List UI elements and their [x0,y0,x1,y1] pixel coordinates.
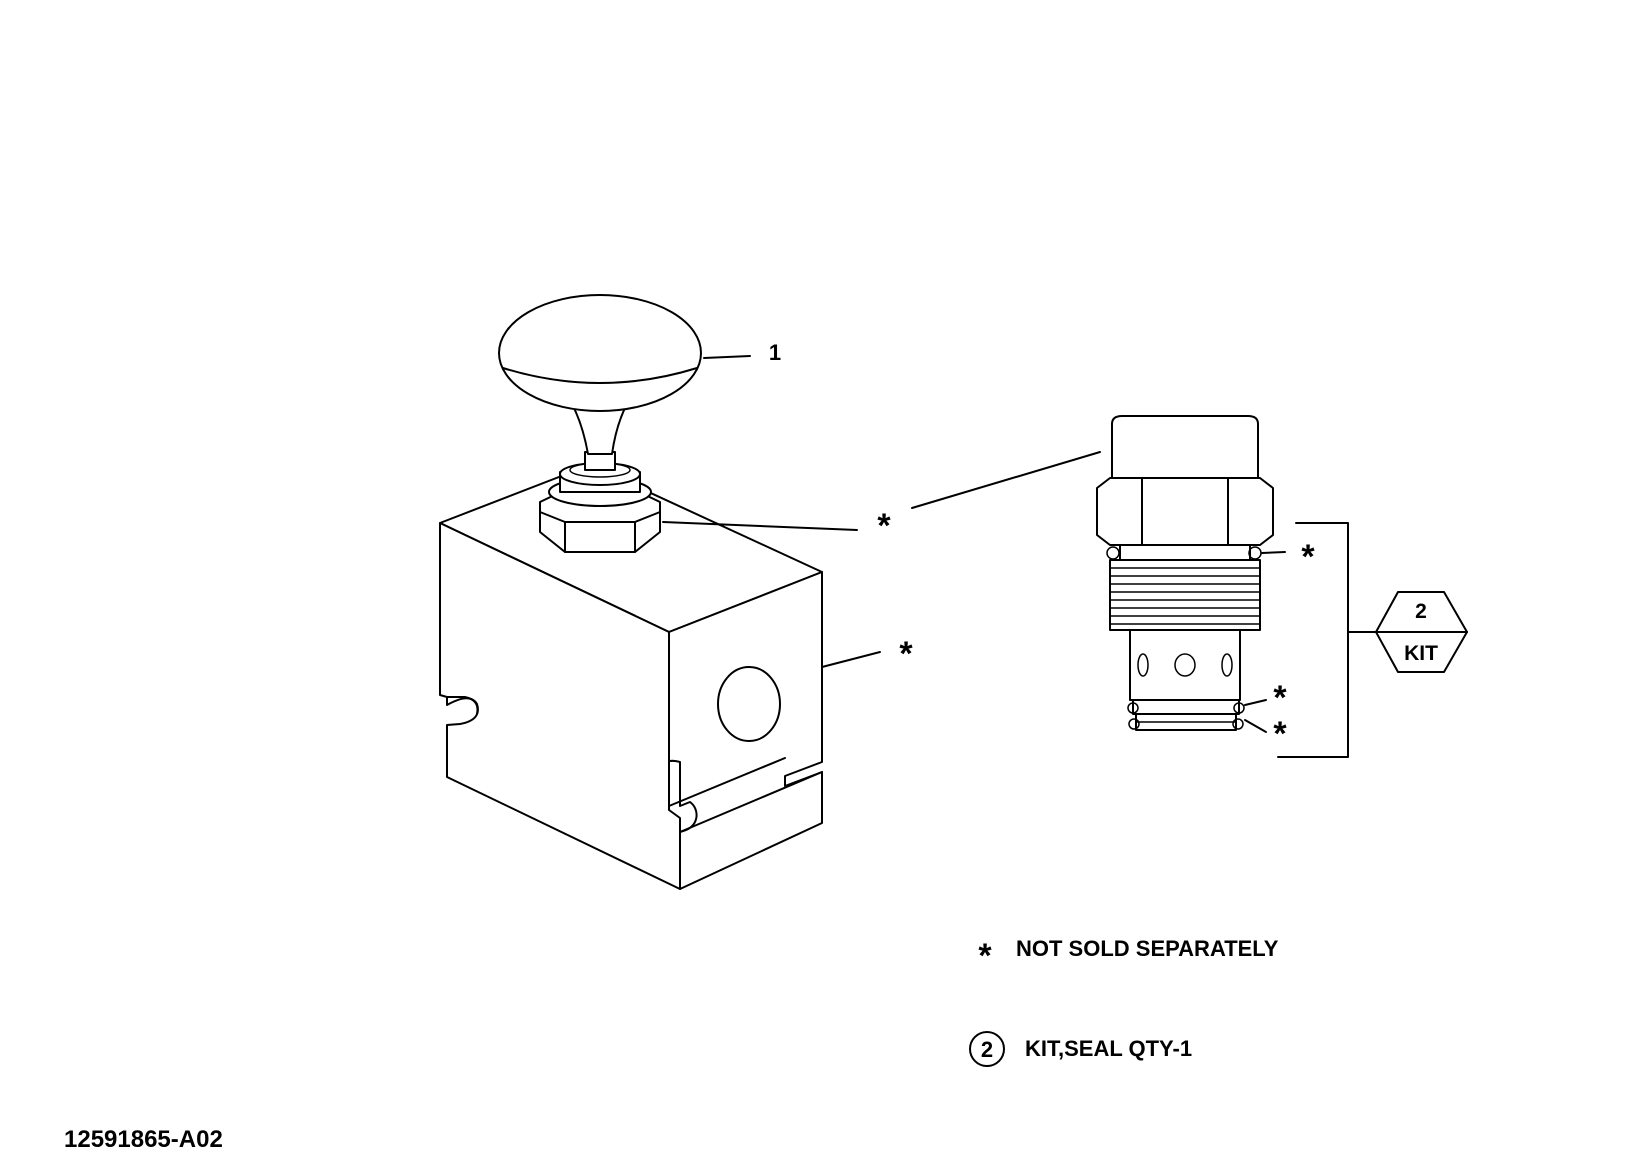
valve-body-block [439,464,823,890]
legend-kit-circle [969,1031,1005,1067]
cartridge-valve [1096,415,1274,731]
leader-lines [662,355,1286,733]
thread-lines [1110,567,1260,625]
kit-bracket [1277,522,1377,758]
kit-badge-label: KIT [1404,642,1438,665]
legend-kit-text: KIT,SEAL QTY-1 [1025,1036,1192,1061]
legend-kit-number: 2 [981,1037,993,1062]
knob [498,294,702,455]
legend-asterisk-symbol: * [978,937,992,975]
legend: * NOT SOLD SEPARATELY 2 KIT,SEAL QTY-1 [969,936,1279,1067]
callout-not-sold-seal-lower-1: * [1273,679,1287,717]
port-opening [717,666,781,742]
callout-1: 1 [769,340,781,365]
stem-collar [548,451,652,507]
document-id: 12591865-A02 [64,1126,223,1153]
kit-badge-number: 2 [1415,600,1427,623]
legend-asterisk-text: NOT SOLD SEPARATELY [1016,936,1279,961]
kit-badge: 2 KIT [1375,591,1468,673]
callout-not-sold-seal-lower-2: * [1273,715,1287,753]
callout-not-sold-body: * [899,635,913,673]
callout-not-sold-nut: * [877,507,891,545]
callout-not-sold-seal-upper: * [1301,538,1315,576]
